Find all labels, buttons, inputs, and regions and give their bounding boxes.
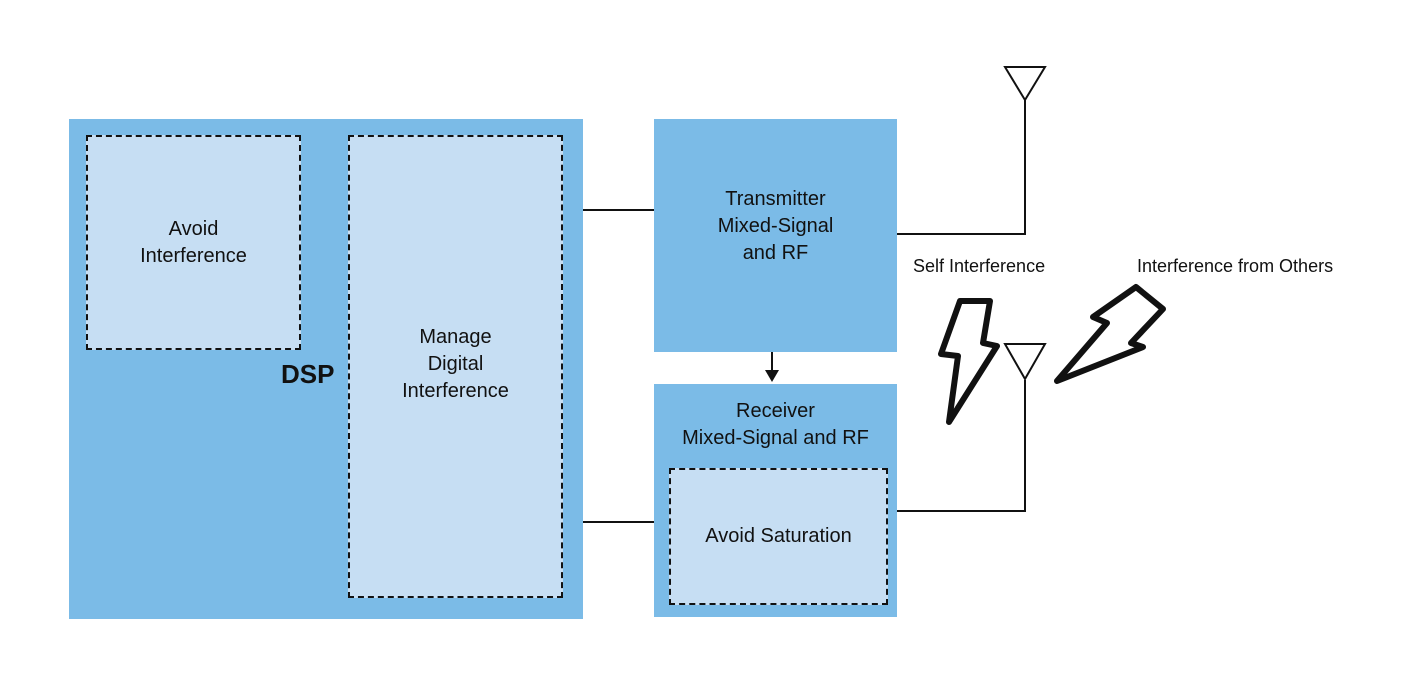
receiver-antenna-line — [897, 380, 1026, 512]
dsp-label: DSP — [281, 359, 335, 389]
dsp-block: Avoid Interference Manage Digital Interf… — [69, 119, 583, 619]
manage-digital-interference-box: Manage Digital Interference — [348, 135, 563, 598]
receiver-label: Receiver Mixed-Signal and RF — [682, 400, 869, 449]
avoid-interference-box: Avoid Interference — [86, 135, 301, 350]
manage-digital-interference-label: Manage Digital Interference — [402, 326, 509, 402]
transmitter-label: Transmitter Mixed-Signal and RF — [717, 188, 834, 264]
avoid-saturation-box: Avoid Saturation — [669, 468, 888, 605]
interference-from-others-label: Interference from Others — [1137, 256, 1334, 276]
self-interference-label: Self Interference — [913, 256, 1046, 276]
interference-from-others-lightning-icon — [1054, 284, 1166, 384]
self-interference-lightning-icon — [938, 298, 1000, 425]
avoid-interference-label: Avoid Interference — [140, 217, 247, 267]
transmitter-block: Transmitter Mixed-Signal and RF — [654, 119, 897, 352]
avoid-saturation-label: Avoid Saturation — [705, 525, 852, 547]
tx-to-rx-arrowhead — [765, 370, 779, 382]
transmitter-antenna-line — [897, 99, 1026, 235]
receiver-block: Receiver Mixed-Signal and RF Avoid Satur… — [654, 384, 897, 617]
receive-antenna-icon — [1003, 343, 1047, 382]
transmit-antenna-icon — [1003, 66, 1047, 102]
